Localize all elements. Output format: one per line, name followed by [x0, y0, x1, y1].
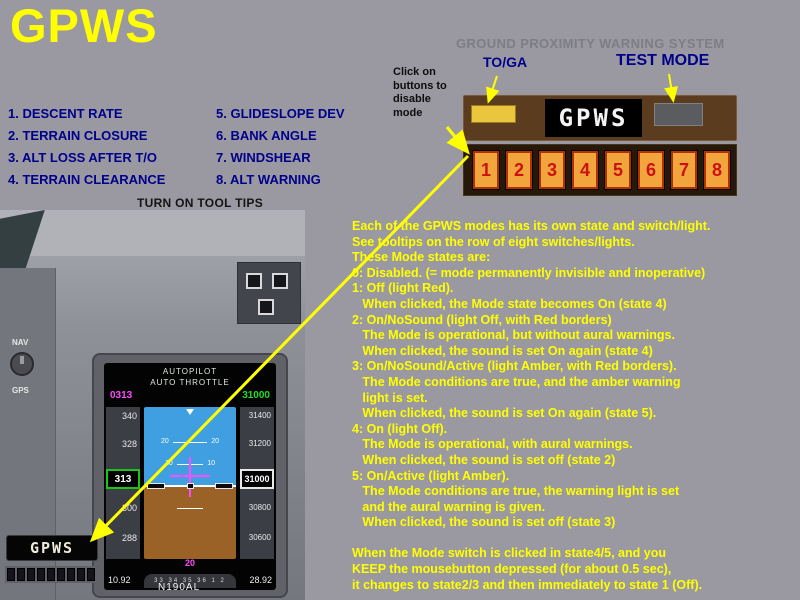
system-heading: GROUND PROXIMITY WARNING SYSTEM [456, 36, 725, 51]
mode-states-explanation: Each of the GPWS modes has its own state… [352, 219, 711, 592]
mode-switch-4[interactable]: 4 [571, 150, 599, 190]
gpws-display-panel: GPWS [463, 95, 737, 141]
mode-item-1: 1. DESCENT RATE [8, 106, 123, 121]
speed-tick: 288 [121, 533, 137, 543]
nav-gps-knob[interactable] [10, 352, 34, 376]
cockpit-gpws-switch[interactable] [87, 568, 95, 581]
standby-instruments [237, 262, 301, 324]
cockpit-gpws-switch[interactable] [67, 568, 75, 581]
autopilot-annunciator: AUTOPILOT [162, 367, 218, 376]
test-mode-label: TEST MODE [616, 52, 710, 69]
aircraft-symbol-left-wing [147, 483, 165, 489]
mode-switch-8[interactable]: 8 [703, 150, 731, 190]
cockpit-gpws-switch[interactable] [27, 568, 35, 581]
speed-tick: 300 [121, 503, 137, 513]
nav-label: NAV [12, 338, 29, 347]
gps-label: GPS [12, 386, 29, 395]
gpws-display-text: GPWS [558, 104, 629, 132]
speed-target: 0313 [110, 390, 133, 401]
mode-list-right: 5. GLIDESLOPE DEV 6. BANK ANGLE 7. WINDS… [216, 103, 345, 191]
mode-switch-panel: 1 2 3 4 5 6 7 8 [463, 144, 737, 196]
cockpit-gpws-switch-row [5, 566, 97, 583]
mode-switch-6[interactable]: 6 [637, 150, 665, 190]
mode-switch-7[interactable]: 7 [670, 150, 698, 190]
flight-director-vertical [189, 457, 191, 497]
gpws-annunciator-display: GPWS [545, 99, 642, 137]
cockpit-screenshot: NAV GPS AUTOPILOT AUTO THROTTLE 0313 310… [0, 210, 305, 600]
cockpit-gpws-switch[interactable] [37, 568, 45, 581]
pfd-bezel: AUTOPILOT AUTO THROTTLE 0313 31000 340 3… [92, 353, 288, 598]
baro-left: 10.92 [108, 575, 131, 585]
standby-adi-icon [246, 273, 262, 289]
mode-item-8: 8. ALT WARNING [216, 172, 321, 187]
current-altitude-box: 31000 [240, 469, 274, 489]
mode-item-3: 3. ALT LOSS AFTER T/O [8, 150, 158, 165]
cockpit-gpws-switch[interactable] [17, 568, 25, 581]
speed-tape: 340 328 300 288 313 [106, 407, 140, 559]
alt-tick: 31200 [248, 439, 271, 448]
toga-button[interactable] [471, 105, 516, 123]
heading-bug-value: 20 [184, 558, 195, 568]
alt-tick: 31400 [248, 411, 271, 420]
page-title: GPWS [10, 0, 158, 52]
speed-tick: 328 [121, 439, 137, 449]
pfd-screen: AUTOPILOT AUTO THROTTLE 0313 31000 340 3… [104, 363, 276, 590]
standby-alt-icon [272, 273, 288, 289]
aircraft-symbol-right-wing [215, 483, 233, 489]
alt-tick: 30600 [248, 533, 271, 542]
aircraft-symbol-center [187, 483, 194, 489]
current-speed-box: 313 [106, 469, 140, 489]
alt-tick: 30800 [248, 503, 271, 512]
aircraft-tail-number: N190AL [158, 582, 201, 593]
mode-item-4: 4. TERRAIN CLEARANCE [8, 172, 166, 187]
pitch-line-neg10 [177, 508, 203, 509]
roll-pointer [186, 409, 194, 415]
cockpit-gpws-switch[interactable] [77, 568, 85, 581]
tooltips-note: TURN ON TOOL TIPS [137, 196, 263, 210]
mode-item-5: 5. GLIDESLOPE DEV [216, 106, 345, 121]
mode-switch-2[interactable]: 2 [505, 150, 533, 190]
cockpit-gpws-display: GPWS [6, 535, 98, 561]
click-note: Click on buttons to disable mode [393, 66, 447, 119]
pitch-line-20: 20 20 [161, 438, 219, 445]
standby-asi-icon [258, 299, 274, 315]
glareshield [0, 210, 305, 256]
altitude-target: 31000 [242, 390, 270, 401]
mode-item-2: 2. TERRAIN CLOSURE [8, 128, 148, 143]
speed-tick: 340 [121, 411, 137, 421]
test-mode-button[interactable] [654, 103, 703, 126]
cockpit-gpws-display-text: GPWS [29, 539, 75, 557]
mode-switch-3[interactable]: 3 [538, 150, 566, 190]
cockpit-gpws-switch[interactable] [7, 568, 15, 581]
baro-right: 28.92 [249, 575, 272, 585]
mode-item-7: 7. WINDSHEAR [216, 150, 311, 165]
mode-list-left: 1. DESCENT RATE 2. TERRAIN CLOSURE 3. AL… [8, 103, 165, 191]
flight-director-horizontal [170, 475, 210, 477]
heading-scale: 33 34 35 36 1 2 [144, 574, 236, 588]
mode-item-6: 6. BANK ANGLE [216, 128, 317, 143]
cockpit-gpws-switch[interactable] [47, 568, 55, 581]
mode-switch-1[interactable]: 1 [472, 150, 500, 190]
autothrottle-annunciator: AUTO THROTTLE [150, 378, 230, 387]
attitude-indicator: 20 20 10 10 [144, 407, 236, 559]
mode-switch-5[interactable]: 5 [604, 150, 632, 190]
cockpit-gpws-switch[interactable] [57, 568, 65, 581]
toga-label: TO/GA [483, 54, 528, 70]
altitude-tape: 31400 31200 30800 30600 31000 [240, 407, 274, 559]
